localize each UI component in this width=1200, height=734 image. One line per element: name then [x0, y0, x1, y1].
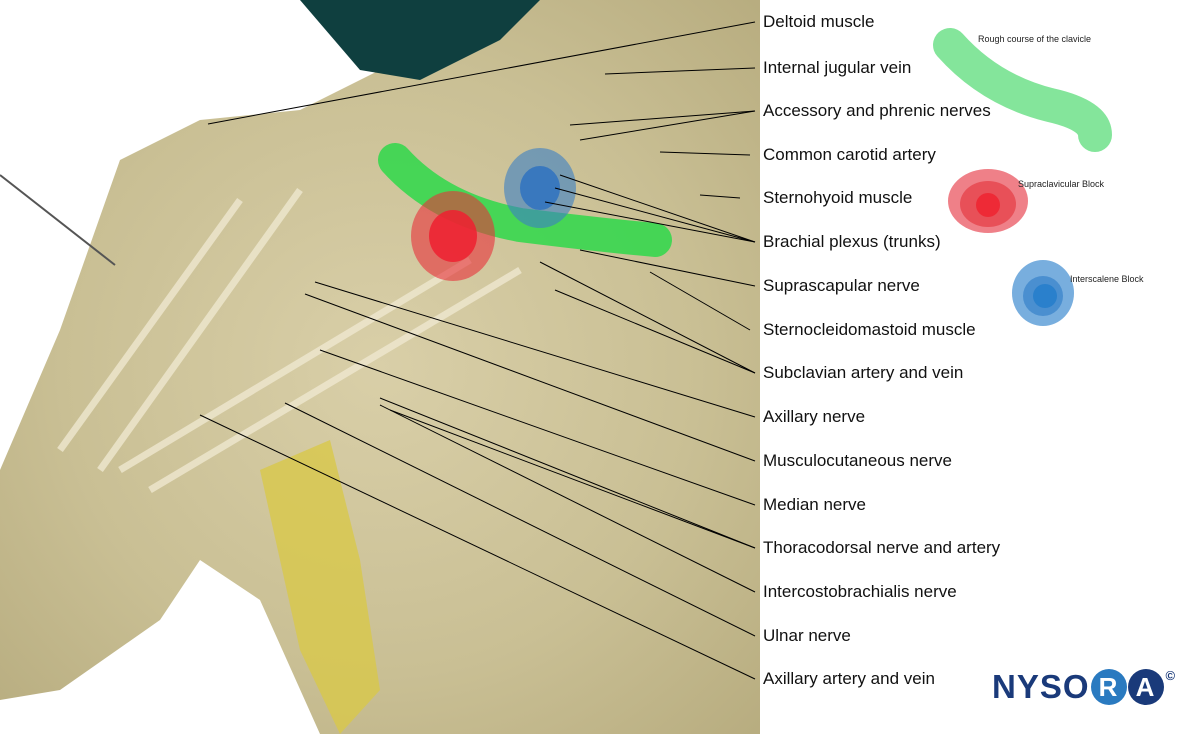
- leader-carotid: [659, 151, 751, 156]
- leader-axillary-nerve: [314, 281, 756, 418]
- legend-clavicle-swatch: [933, 28, 1112, 152]
- clavicle-overlay: [378, 143, 672, 257]
- probe-needle: [0, 174, 116, 266]
- leader-subclavian-2: [554, 289, 756, 374]
- logo-copyright: ©: [1165, 668, 1177, 683]
- nerve-bundles: [57, 187, 522, 494]
- label-intercostobrachialis: Intercostobrachialis nerve: [763, 582, 957, 601]
- legend-interscalene-label: Interscalene Block: [1070, 274, 1144, 284]
- legend-supraclavicular-swatch: [948, 169, 1028, 233]
- label-musculocutaneous: Musculocutaneous nerve: [763, 451, 953, 470]
- label-axillary-artery: Axillary artery and vein: [763, 669, 935, 688]
- leader-deltoid: [207, 21, 756, 125]
- interscalene-marker: [504, 148, 576, 228]
- legend-interscalene-swatch: [1012, 260, 1074, 326]
- leader-scm: [649, 271, 751, 331]
- leader-ulnar: [284, 402, 756, 637]
- label-common-carotid: Common carotid artery: [763, 145, 936, 164]
- legend-clavicle-label: Rough course of the clavicle: [978, 34, 1092, 44]
- leader-accessory: [569, 110, 756, 126]
- leader-ijv: [604, 67, 756, 75]
- leader-sternohyoid: [699, 194, 741, 199]
- label-median: Median nerve: [763, 495, 867, 514]
- leader-plexus-3: [544, 201, 756, 243]
- leader-phrenic: [579, 110, 756, 141]
- leader-intercostobrachialis: [379, 404, 756, 593]
- leader-suprascapular: [579, 249, 756, 287]
- label-brachial-plexus: Brachial plexus (trunks): [763, 232, 941, 251]
- label-accessory-phrenic: Accessory and phrenic nerves: [763, 101, 991, 120]
- fat-tissue: [260, 440, 380, 734]
- label-thoracodorsal: Thoracodorsal nerve and artery: [763, 538, 1001, 557]
- label-axillary-nerve: Axillary nerve: [763, 407, 866, 426]
- legend-supraclavicular-label: Supraclavicular Block: [1018, 179, 1105, 189]
- supraclavicular-marker: [411, 191, 495, 281]
- leader-axillary-artery: [199, 414, 756, 680]
- leader-plexus-1: [559, 174, 756, 243]
- label-sternocleidomastoid: Sternocleidomastoid muscle: [763, 320, 976, 339]
- dissection-body: [0, 0, 760, 734]
- leader-musculocutaneous: [304, 293, 756, 462]
- label-sternohyoid: Sternohyoid muscle: [763, 188, 913, 207]
- nysora-logo: NYSO R A ©: [992, 668, 1176, 706]
- logo-text: NYSO: [992, 668, 1090, 705]
- leader-thoracodorsal-1: [379, 397, 756, 549]
- label-deltoid: Deltoid muscle: [763, 12, 875, 31]
- logo-r: R: [1090, 669, 1127, 705]
- leader-thoracodorsal-2: [389, 409, 756, 549]
- leader-median: [319, 349, 756, 506]
- leader-subclavian-1: [539, 261, 756, 374]
- label-subclavian: Subclavian artery and vein: [763, 363, 964, 382]
- drape: [300, 0, 540, 80]
- label-internal-jugular: Internal jugular vein: [763, 58, 912, 77]
- label-ulnar: Ulnar nerve: [763, 626, 851, 645]
- label-suprascapular: Suprascapular nerve: [763, 276, 920, 295]
- leader-plexus-2: [554, 187, 756, 243]
- logo-a: A: [1127, 669, 1164, 705]
